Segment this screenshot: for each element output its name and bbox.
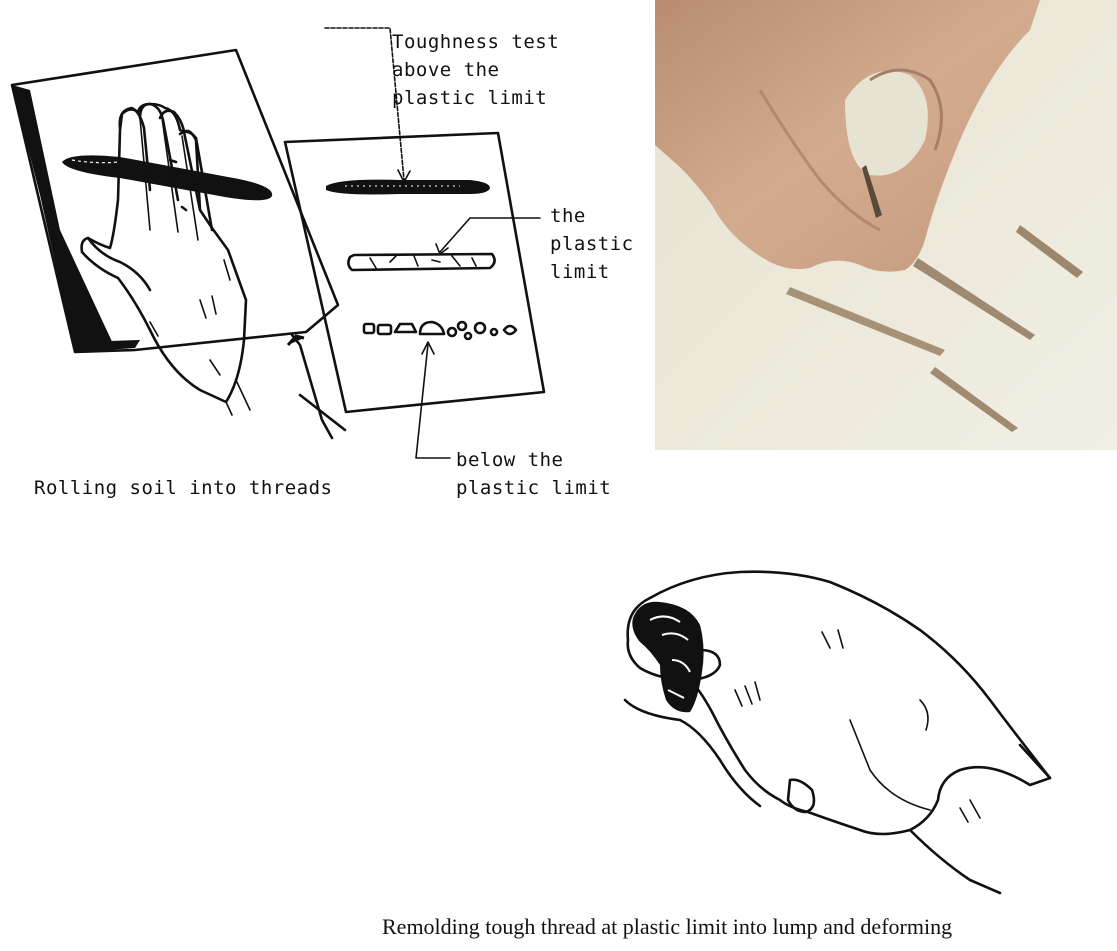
remolding-lower-finger xyxy=(625,700,760,806)
arm-line xyxy=(300,395,345,430)
label-toughness-line-2: above the xyxy=(392,59,499,81)
remolding-motion-marks-2 xyxy=(822,630,843,648)
thumb-contour xyxy=(88,238,150,290)
soil-thread-rolled xyxy=(62,155,272,200)
label-plastic-limit-line-1: the xyxy=(550,205,586,227)
thread-at-plastic-limit xyxy=(348,254,494,270)
remolding-knuckle-marks xyxy=(960,800,980,822)
hand-outline xyxy=(82,104,246,402)
thread-cracks xyxy=(370,256,476,268)
sheet-fold-shadow xyxy=(288,336,304,345)
sheet-shadow xyxy=(12,85,115,352)
remolding-illustration xyxy=(625,572,1050,893)
caption-remolding: Remolding tough thread at plastic limit … xyxy=(382,914,952,939)
remolding-thumb-tip xyxy=(788,780,814,812)
plastic-limit-leader-line xyxy=(440,218,540,252)
thread-below-plastic-limit xyxy=(364,322,516,339)
remolding-wrist-mark xyxy=(920,700,928,730)
label-below-line-1: below the xyxy=(456,449,563,471)
remolding-motion-marks-1 xyxy=(735,682,760,706)
label-below-line-2: plastic limit xyxy=(456,477,611,499)
photo-threads xyxy=(655,0,1117,450)
wrist-lines xyxy=(210,360,250,415)
remolding-palm-line xyxy=(850,720,930,810)
label-toughness-line-1: Toughness test xyxy=(392,31,559,53)
label-toughness-line-3: plastic limit xyxy=(392,87,547,109)
remolding-wrist-line xyxy=(1020,745,1050,778)
label-plastic-limit-line-2: plastic xyxy=(550,233,634,255)
paper-sheet-left xyxy=(12,50,338,352)
sheet-fold-line xyxy=(292,335,332,438)
caption-rolling: Rolling soil into threads xyxy=(34,477,332,499)
label-plastic-limit-line-3: limit xyxy=(550,261,610,283)
palm-creases xyxy=(150,260,230,336)
soil-lump xyxy=(632,602,703,712)
remolding-arm-line xyxy=(910,830,1000,893)
thread-above-plastic-limit xyxy=(326,180,490,195)
